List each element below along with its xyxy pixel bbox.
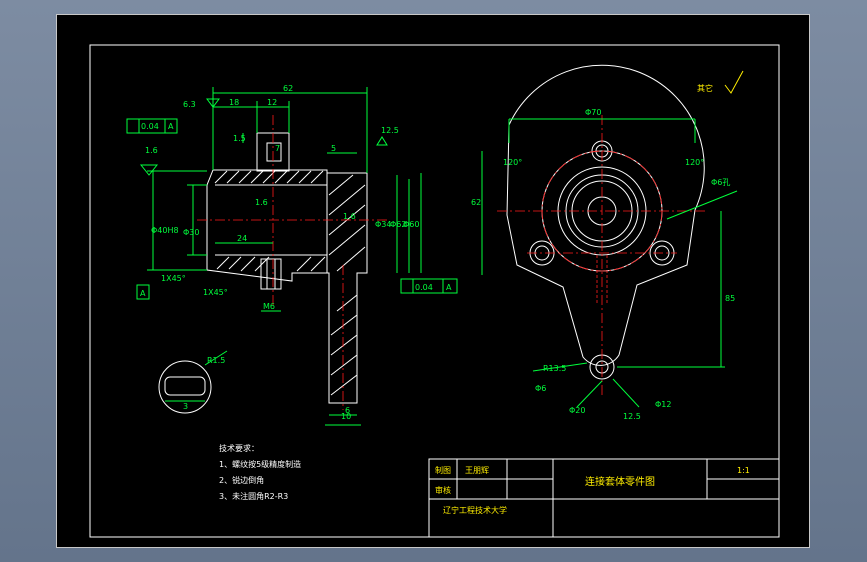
datum-a: A: [140, 289, 146, 298]
dim-10: 10: [341, 412, 351, 421]
title-block: 制图 王朋辉 审核 连接套体零件图 1:1 辽宁工程技术大学: [428, 458, 780, 538]
dim-24: 24: [237, 234, 247, 243]
notes-item-3: 3、未注圆角R2-R3: [219, 491, 288, 501]
dim-phi60: Φ60: [403, 220, 419, 229]
chamfer-2: 1X45°: [203, 288, 228, 297]
dim-phi62: Φ62: [390, 220, 406, 229]
dim-1-5: 1.5: [233, 134, 246, 143]
front-view-outline: [206, 169, 368, 404]
dim-18: 18: [229, 98, 239, 107]
notes-title: 技术要求：: [219, 443, 259, 453]
dim-m6: M6: [263, 302, 275, 311]
roughness-12-5: 12.5: [381, 126, 399, 135]
top-view: Φ70 120° 120° Φ6孔 62 85 R13.5 Φ6 Φ20 Φ12…: [471, 64, 744, 421]
section-label-3: 3: [183, 402, 188, 411]
notes-item-2: 2、锐边倒角: [219, 475, 264, 485]
dim-r13-5: R13.5: [543, 364, 566, 373]
dim-62: 62: [283, 84, 293, 93]
dim-6: 6: [345, 406, 350, 415]
notes-item-1: 1、螺纹按5级精度制造: [219, 459, 301, 469]
tolerance-right: 0.04: [415, 283, 433, 292]
title-row1-name: 王朋辉: [465, 466, 489, 475]
drawing-sheet[interactable]: 62 18 12 7 1.5 5 6.3 1.6 1.6 1.6 12.5 0.…: [56, 14, 810, 548]
dim-85: 85: [725, 294, 735, 303]
angle-120-right: 120°: [685, 158, 704, 167]
section-label-r: R1.5: [207, 356, 225, 365]
dim-5: 5: [331, 144, 336, 153]
dim-phi12: Φ12: [655, 400, 671, 409]
drawing-scale: 1:1: [737, 466, 750, 475]
angle-120-left: 120°: [503, 158, 522, 167]
school-name: 辽宁工程技术大学: [443, 505, 507, 515]
dim-12-5: 12.5: [623, 412, 641, 421]
technical-notes: 技术要求： 1、螺纹按5级精度制造 2、锐边倒角 3、未注圆角R2-R3: [219, 443, 301, 501]
chamfer-1: 1X45°: [161, 274, 186, 283]
dim-12: 12: [267, 98, 277, 107]
dim-phi70: Φ70: [585, 108, 601, 117]
top-view-outline: [506, 64, 705, 366]
drawing-name: 连接套体零件图: [585, 475, 655, 488]
dim-phi20: Φ20: [569, 406, 585, 415]
dim-phi6: Φ6: [535, 384, 546, 393]
roughness-6-3: 6.3: [183, 100, 196, 109]
dim-phi30: Φ30: [183, 228, 199, 237]
drawing-canvas: 62 18 12 7 1.5 5 6.3 1.6 1.6 1.6 12.5 0.…: [89, 44, 780, 538]
dim-62-top: 62: [471, 198, 481, 207]
dim-phi40: Φ40H8: [151, 226, 179, 235]
tolerance-right-datum: A: [446, 283, 452, 292]
tolerance-left-datum: A: [168, 122, 174, 131]
roughness-1-6-bore: 1.6: [255, 198, 268, 207]
dim-7: 7: [275, 144, 280, 153]
tolerance-left: 0.04: [141, 122, 159, 131]
section-view: R1.5 3: [158, 350, 228, 414]
title-row2-label: 审核: [435, 485, 451, 495]
roughness-1-6-face: 1.6: [343, 212, 356, 221]
title-row1-label: 制图: [435, 465, 451, 475]
roughness-rest-icon: [724, 70, 744, 94]
roughness-1-6: 1.6: [145, 146, 158, 155]
front-view: 62 18 12 7 1.5 5 6.3 1.6 1.6 1.6 12.5 0.…: [126, 84, 458, 426]
dim-phi34: Φ34: [375, 220, 391, 229]
dim-phi6-hole: Φ6孔: [711, 178, 730, 187]
hatching: [214, 170, 366, 396]
roughness-rest: 其它: [697, 83, 713, 93]
